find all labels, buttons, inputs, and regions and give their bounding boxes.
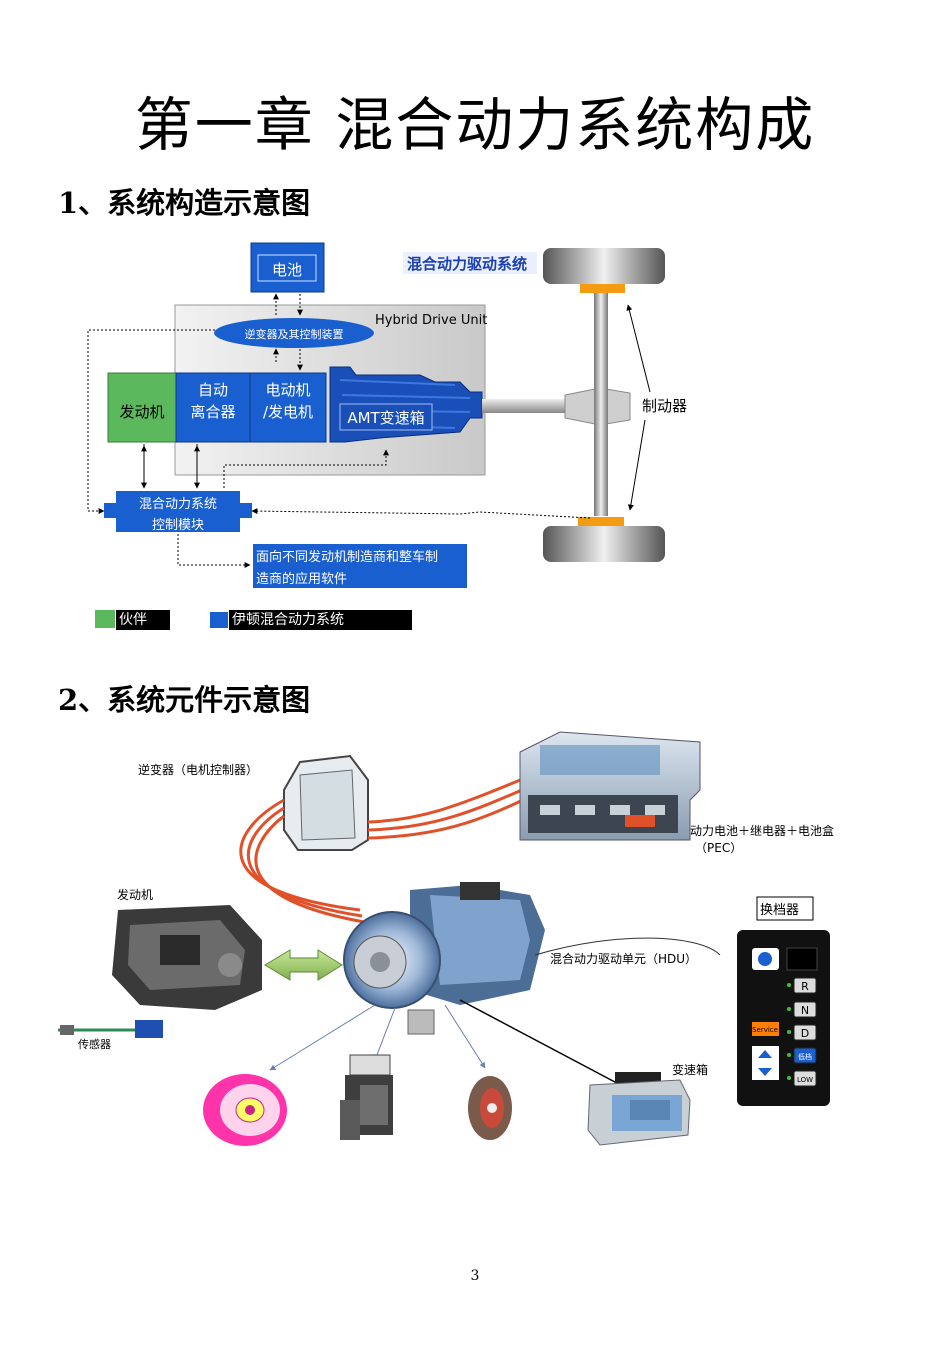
page-number: 3 <box>470 1268 480 1284</box>
shifter-key-low: LOW <box>797 1076 813 1084</box>
diagram-text: 电动机 <box>265 381 310 399</box>
legend-eaton-label: 伊顿混合动力系统 <box>229 610 412 630</box>
legend-partner-label: 伙伴 <box>116 610 170 630</box>
gearbox-illustration <box>587 1072 691 1146</box>
gearbox-label: 变速箱 <box>672 1062 708 1077</box>
engine-illustration <box>112 905 262 1010</box>
diagram-text: /发电机 <box>263 403 313 421</box>
sensor-label: 传感器 <box>78 1038 111 1051</box>
hdu-label: 混合动力驱动单元（HDU） <box>550 951 697 966</box>
hybrid-drive-system-label: 混合动力驱动系统 <box>407 255 527 273</box>
battery-pack-label: 动力电池＋继电器＋电池盒 <box>690 823 834 838</box>
diagram-text: 离合器 <box>190 403 235 421</box>
amt-label: AMT变速箱 <box>347 409 424 427</box>
battery-pack-illustration <box>519 731 701 841</box>
auto-clutch-box <box>175 372 251 443</box>
shifter-key-d: D <box>801 1027 809 1040</box>
inverter-label: 逆变器及其控制装置 <box>245 327 344 341</box>
hdu-illustration <box>343 882 545 1035</box>
system-structure-diagram: Hybrid Drive Unit 电池 混合动力驱动系统 逆变器及其控制装置 … <box>87 242 687 588</box>
diagram-text: 控制模块 <box>152 518 204 533</box>
system-components-diagram: 逆变器（电机控制器） 动力电池＋继电器＋电池盒 （PEC） 发动机 传感器 <box>58 731 834 1146</box>
legend-partner-swatch <box>95 610 115 628</box>
shifter-label: 换档器 <box>760 903 799 918</box>
inverter-label: 逆变器（电机控制器） <box>138 762 258 777</box>
diagram-text: 造商的应用软件 <box>256 571 347 587</box>
motor-part-illustration <box>340 1054 393 1140</box>
shifter-service-label: Service <box>752 1026 778 1034</box>
shifter-illustration: Service R N D 低档 LOW <box>737 930 830 1106</box>
engine-box <box>107 372 177 443</box>
section-1-heading: 1、系统构造示意图 <box>58 186 311 220</box>
chapter-title: 第一章 混合动力系统构成 <box>134 91 816 159</box>
engine-label: 发动机 <box>119 403 164 421</box>
shifter-key-n: N <box>801 1004 809 1017</box>
legend-eaton-swatch <box>210 612 228 628</box>
section-2-heading: 2、系统元件示意图 <box>58 683 311 717</box>
engine-label: 发动机 <box>117 887 153 902</box>
shifter-key-low-cn: 低档 <box>798 1052 812 1061</box>
clutch-illustration <box>203 1074 287 1146</box>
engine-hdu-double-arrow <box>264 949 343 981</box>
application-software-box <box>253 544 467 588</box>
diagram-text: 面向不同发动机制造商和整车制 <box>256 549 438 565</box>
diagram-text: 自动 <box>198 381 228 399</box>
control-module-box <box>116 491 240 532</box>
hybrid-drive-unit-label: Hybrid Drive Unit <box>375 313 487 328</box>
brake-part-illustration <box>468 1076 512 1140</box>
motor-generator-box <box>249 372 327 443</box>
brake-label: 制动器 <box>642 397 687 415</box>
diagram-text: 混合动力系统 <box>139 497 217 512</box>
shifter-key-r: R <box>801 980 809 993</box>
battery-label: 电池 <box>272 261 302 279</box>
inverter-ellipse <box>214 318 374 348</box>
battery-box <box>250 242 325 293</box>
diagram-text: （PEC） <box>695 841 742 855</box>
sensor-illustration <box>58 1020 163 1038</box>
